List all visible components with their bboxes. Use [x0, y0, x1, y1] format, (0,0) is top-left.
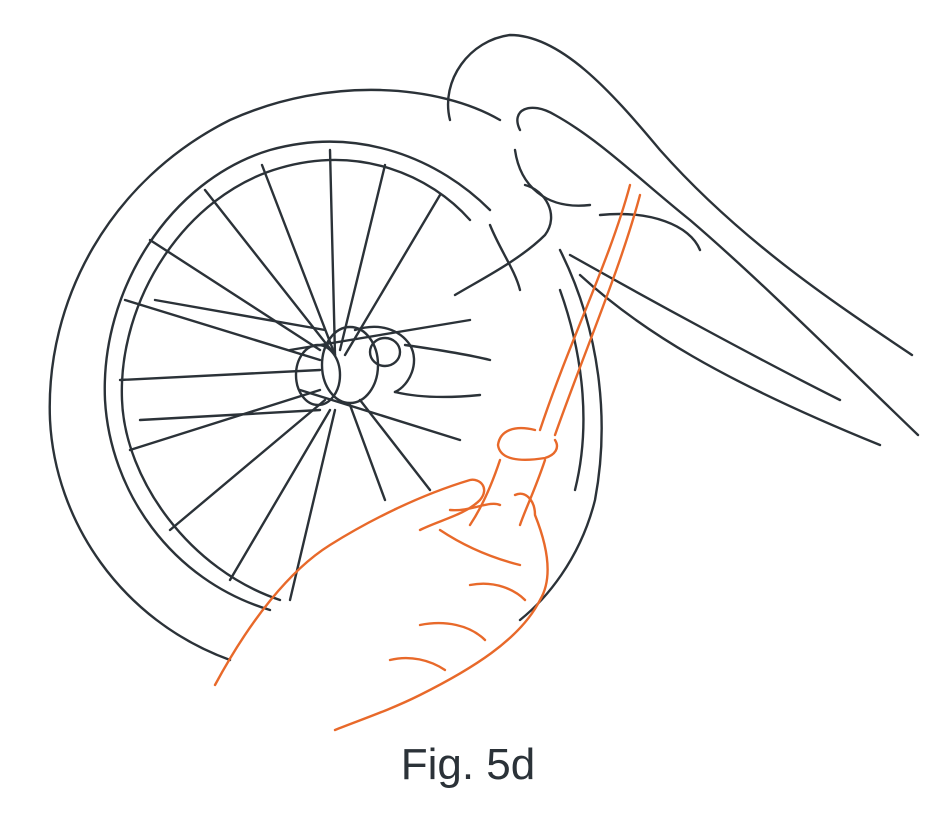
hub [294, 325, 492, 407]
hand [213, 478, 549, 732]
frame [446, 33, 920, 447]
spokes [118, 148, 472, 602]
wheel [48, 88, 603, 662]
wrench [468, 183, 642, 527]
figure-caption: Fig. 5d [400, 740, 536, 789]
